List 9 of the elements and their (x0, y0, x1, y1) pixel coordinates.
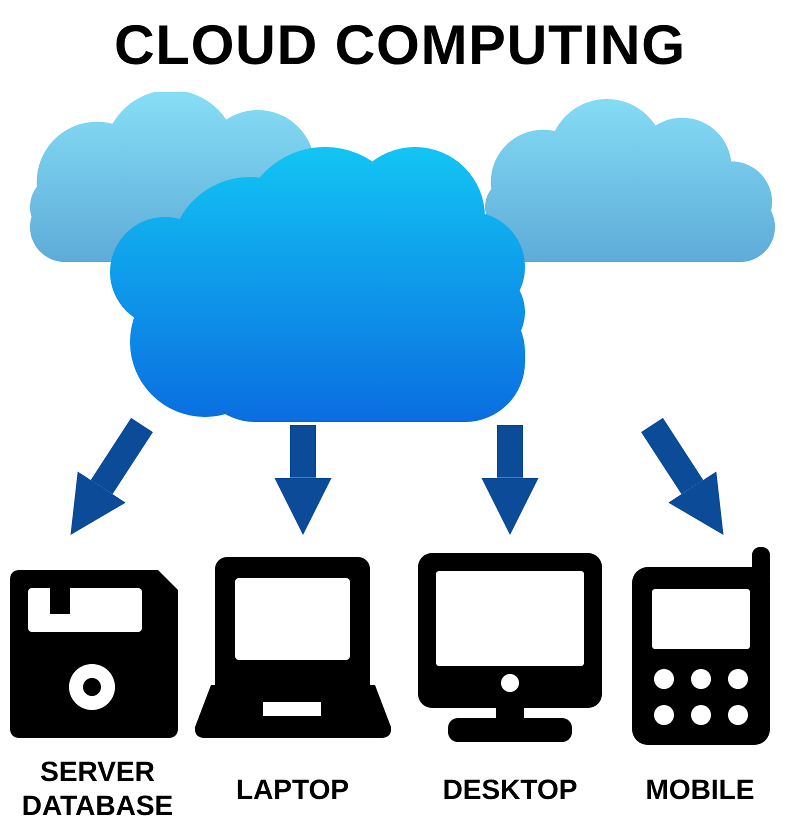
device-label: DESKTOP (442, 773, 578, 807)
arrow (274, 425, 332, 535)
title: CLOUD COMPUTING (113, 12, 687, 77)
device-label: MOBILE (644, 773, 756, 807)
arrow (641, 418, 724, 535)
device-label: SERVER DATABASE (20, 755, 174, 823)
arrow (70, 418, 153, 535)
arrow (481, 425, 539, 535)
device-label: LAPTOP (234, 773, 350, 807)
